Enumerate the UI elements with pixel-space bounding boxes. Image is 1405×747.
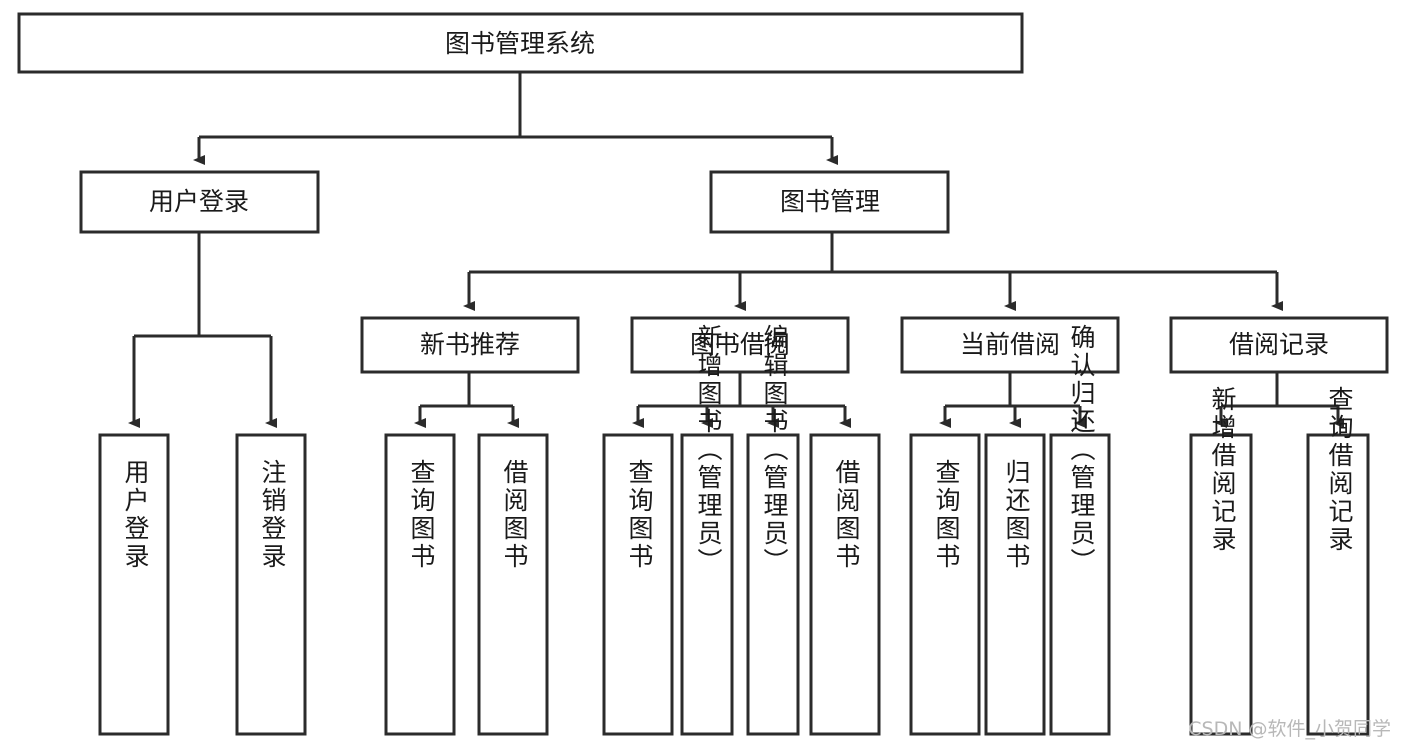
node-current-borrow[interactable]: 当前借阅 [900, 316, 1120, 374]
node-user-login-label: 用户登录 [149, 187, 249, 216]
csdn-watermark: CSDN @软件_小贺同学 [1188, 718, 1391, 740]
node-leaf-query-book-3-label: 查询图书 [932, 459, 961, 571]
connector-group-book-borrow [632, 372, 851, 428]
node-leaf-query-book-2[interactable]: 查询图书 [602, 433, 674, 736]
node-leaf-logout[interactable]: 注销登录 [235, 433, 307, 736]
node-leaf-borrow-book-1[interactable]: 借阅图书 [477, 433, 549, 736]
node-book-management-box[interactable] [709, 170, 950, 234]
node-leaf-edit-book-box[interactable] [746, 433, 800, 736]
node-current-borrow-label: 当前借阅 [960, 330, 1060, 359]
node-user-login[interactable]: 用户登录 [79, 170, 320, 234]
node-book-borrow-box[interactable] [630, 316, 850, 374]
node-root-label: 图书管理系统 [445, 29, 595, 58]
node-leaf-borrow-book-1-label: 借阅图书 [500, 459, 529, 571]
connector-group-root [193, 72, 838, 165]
node-leaf-logout-label: 注销登录 [258, 459, 287, 571]
node-leaf-add-record-label: 新增借阅记录 [1208, 386, 1237, 554]
connector-group-current-borrow [939, 372, 1086, 428]
node-leaf-borrow-book-2[interactable]: 借阅图书 [809, 433, 881, 736]
node-leaf-logout-box[interactable] [235, 433, 307, 736]
node-leaf-add-book[interactable]: 新增图书（管理员） [680, 324, 734, 736]
node-leaf-query-record[interactable]: 查询借阅记录 [1306, 386, 1370, 736]
node-leaf-add-record-box[interactable] [1189, 433, 1253, 736]
node-leaf-confirm-return-box[interactable] [1049, 433, 1111, 736]
node-leaf-confirm-return-label: 确认归还（管理员） [1067, 324, 1096, 576]
node-current-borrow-box[interactable] [900, 316, 1120, 374]
node-leaf-user-login[interactable]: 用户登录 [98, 433, 170, 736]
connector-group-user-login [128, 232, 277, 428]
node-leaf-query-record-box[interactable] [1306, 433, 1370, 736]
connector-group-borrow-record [1215, 372, 1344, 428]
node-borrow-record[interactable]: 借阅记录 [1169, 316, 1389, 374]
node-leaf-query-book-1-label: 查询图书 [407, 459, 436, 571]
node-leaf-query-book-1[interactable]: 查询图书 [384, 433, 456, 736]
node-book-borrow[interactable]: 图书借阅 [630, 316, 850, 374]
node-leaf-user-login-box[interactable] [98, 433, 170, 736]
connector-group-new-book-recommend [414, 372, 519, 428]
node-user-login-box[interactable] [79, 170, 320, 234]
node-leaf-query-book-3-box[interactable] [909, 433, 981, 736]
node-leaf-return-book[interactable]: 归还图书 [984, 433, 1046, 736]
node-book-management-label: 图书管理 [780, 187, 880, 216]
node-new-book-recommend-box[interactable] [360, 316, 580, 374]
node-leaf-add-book-box[interactable] [680, 433, 734, 736]
node-root-box[interactable] [17, 12, 1024, 74]
connector-group-book-management [463, 232, 1283, 311]
node-borrow-record-box[interactable] [1169, 316, 1389, 374]
node-new-book-recommend-label: 新书推荐 [420, 330, 520, 359]
node-new-book-recommend[interactable]: 新书推荐 [360, 316, 580, 374]
node-leaf-user-login-label: 用户登录 [121, 459, 150, 571]
node-leaf-return-book-label: 归还图书 [1002, 459, 1031, 571]
node-book-management[interactable]: 图书管理 [709, 170, 950, 234]
node-leaf-query-book-3[interactable]: 查询图书 [909, 433, 981, 736]
node-leaf-add-record[interactable]: 新增借阅记录 [1189, 386, 1253, 736]
node-book-borrow-label: 图书借阅 [690, 330, 790, 359]
node-leaf-borrow-book-1-box[interactable] [477, 433, 549, 736]
node-leaf-query-book-2-box[interactable] [602, 433, 674, 736]
node-leaf-borrow-book-2-label: 借阅图书 [832, 459, 861, 571]
node-leaf-edit-book[interactable]: 编辑图书（管理员） [746, 324, 800, 736]
node-leaf-return-book-box[interactable] [984, 433, 1046, 736]
node-leaf-query-book-1-box[interactable] [384, 433, 456, 736]
node-root[interactable]: 图书管理系统 [17, 12, 1024, 74]
node-leaf-borrow-book-2-box[interactable] [809, 433, 881, 736]
node-borrow-record-label: 借阅记录 [1229, 330, 1329, 359]
node-leaf-edit-book-label: 编辑图书（管理员） [760, 324, 789, 576]
node-leaf-query-book-2-label: 查询图书 [625, 459, 654, 571]
node-leaf-confirm-return[interactable]: 确认归还（管理员） [1049, 324, 1111, 736]
node-leaf-query-record-label: 查询借阅记录 [1325, 386, 1354, 554]
node-leaf-add-book-label: 新增图书（管理员） [694, 324, 723, 576]
